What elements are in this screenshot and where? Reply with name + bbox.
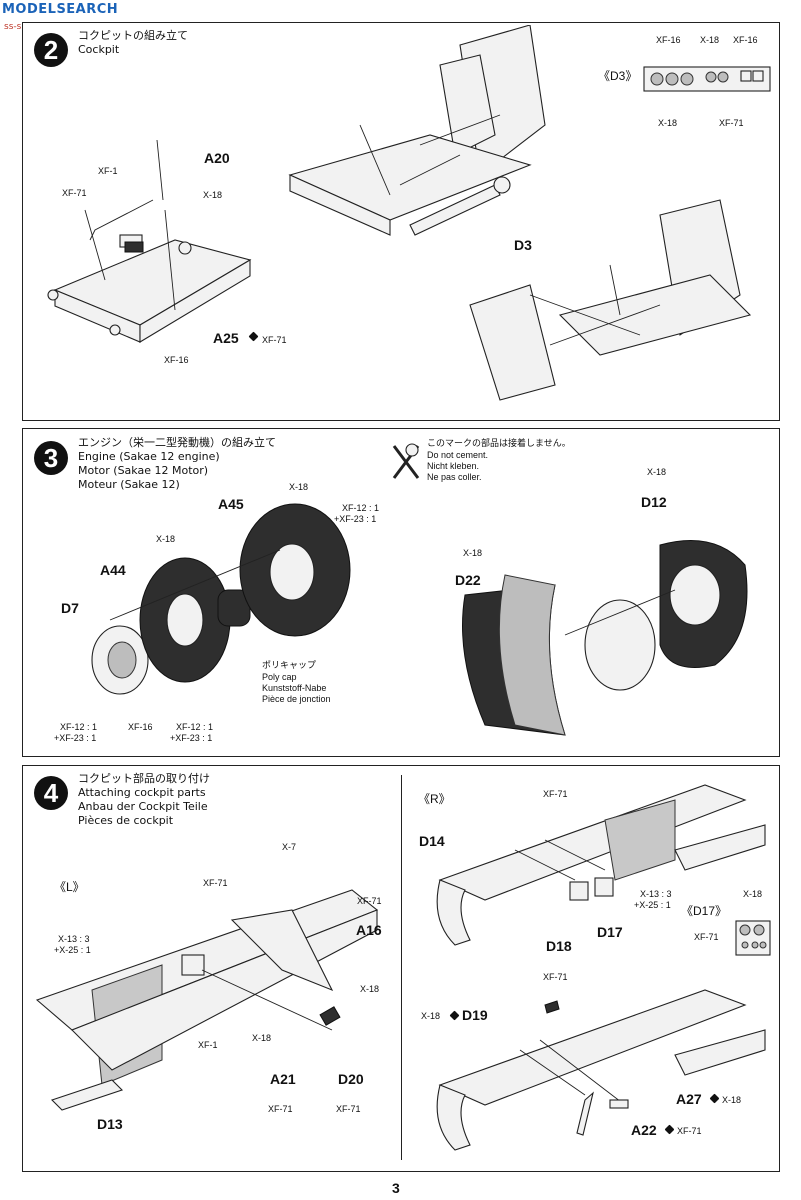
step-3-title-jp: エンジン（栄一二型発動機）の組み立て bbox=[78, 436, 276, 449]
right-d17box-title: 《D17》 bbox=[681, 904, 728, 918]
right-d17: D17 bbox=[597, 924, 623, 940]
right-xf71-a: XF-71 bbox=[543, 789, 568, 799]
right-fuselage-upper-drawing bbox=[436, 784, 766, 946]
right-xf71-d: XF-71 bbox=[677, 1126, 702, 1136]
right-d18: D18 bbox=[546, 938, 572, 954]
right-a27: A27 bbox=[676, 1091, 702, 1107]
label-xf23-c: +XF-23 : 1 bbox=[170, 733, 213, 743]
right-xf71-c: XF-71 bbox=[543, 972, 568, 982]
left-x25: +X-25 : 1 bbox=[54, 945, 91, 955]
left-d20: D20 bbox=[338, 1071, 364, 1087]
d3-xf16-right: XF-16 bbox=[733, 35, 758, 45]
label-x18-a: X-18 bbox=[289, 482, 309, 492]
d3-box-title: 《D3》 bbox=[598, 69, 638, 83]
d3-panel-detail bbox=[643, 66, 771, 92]
left-x13: X-13 : 3 bbox=[58, 934, 90, 944]
cowling-drawing bbox=[462, 540, 748, 736]
right-a22: A22 bbox=[631, 1122, 657, 1138]
step-4-title-en: Attaching cockpit parts bbox=[78, 786, 206, 799]
right-x18-c: X-18 bbox=[722, 1095, 742, 1105]
label-xf12-a: XF-12 : 1 bbox=[342, 503, 380, 513]
step-4-title-fr: Pièces de cockpit bbox=[78, 814, 174, 827]
step-3-title-en: Engine (Sakae 12 engine) bbox=[78, 450, 220, 463]
label-xf23-a: +XF-23 : 1 bbox=[334, 514, 377, 524]
label-xf23-b: +XF-23 : 1 bbox=[54, 733, 97, 743]
polycap-de: Kunststoff-Nabe bbox=[262, 683, 327, 693]
label-x18-b: X-18 bbox=[156, 534, 176, 544]
label-xf12-b: XF-12 : 1 bbox=[60, 722, 98, 732]
right-x13: X-13 : 3 bbox=[640, 889, 672, 899]
step-3-title-fr: Moteur (Sakae 12) bbox=[78, 478, 180, 491]
cockpit-completed-drawing bbox=[469, 199, 752, 401]
label-d7: D7 bbox=[61, 600, 79, 616]
left-x18-b: X-18 bbox=[252, 1033, 272, 1043]
right-x25: +X-25 : 1 bbox=[634, 900, 671, 910]
no-cement-fr: Ne pas coller. bbox=[427, 472, 482, 482]
label-xf12-c: XF-12 : 1 bbox=[176, 722, 214, 732]
right-tag: 《R》 bbox=[418, 792, 451, 806]
label-x18-d: X-18 bbox=[463, 548, 483, 558]
d3-x18-bottom: X-18 bbox=[658, 118, 678, 128]
left-a21: A21 bbox=[270, 1071, 296, 1087]
step-4-title-jp: コクピット部品の取り付け bbox=[78, 772, 210, 785]
left-tag: 《L》 bbox=[54, 880, 85, 894]
left-xf71-c: XF-71 bbox=[268, 1104, 293, 1114]
left-x18-a: X-18 bbox=[360, 984, 380, 994]
left-x7: X-7 bbox=[282, 842, 297, 852]
left-a16: A16 bbox=[356, 922, 382, 938]
d3-xf71: XF-71 bbox=[719, 118, 744, 128]
cockpit-floor-drawing bbox=[47, 139, 252, 343]
label-x18-a: X-18 bbox=[203, 190, 223, 200]
d3-xf16-left: XF-16 bbox=[656, 35, 681, 45]
watermark-logo: MODELSEARCH bbox=[2, 2, 119, 17]
label-xf16: XF-16 bbox=[128, 722, 153, 732]
label-a45: A45 bbox=[218, 496, 244, 512]
step-2-title-jp: コクピットの組み立て bbox=[78, 29, 188, 42]
label-d22: D22 bbox=[455, 572, 481, 588]
engine-exploded-drawing bbox=[91, 503, 351, 695]
d17-detail bbox=[735, 920, 771, 956]
no-cement-de: Nicht kleben. bbox=[427, 461, 480, 471]
label-a25: A25 bbox=[213, 330, 239, 346]
left-xf71-a: XF-71 bbox=[203, 878, 228, 888]
right-d14: D14 bbox=[419, 833, 445, 849]
polycap-jp: ポリキャップ bbox=[262, 660, 317, 670]
no-cement-jp: このマークの部品は接着しません。 bbox=[427, 438, 571, 448]
step-2-title-en: Cockpit bbox=[78, 43, 120, 56]
right-x18-a: X-18 bbox=[743, 889, 763, 899]
step-3-title-de: Motor (Sakae 12 Motor) bbox=[78, 464, 209, 477]
polycap-fr: Pièce de jonction bbox=[262, 694, 331, 704]
step-4-badge: 4 bbox=[34, 776, 68, 810]
label-d3: D3 bbox=[514, 237, 532, 253]
page-number: 3 bbox=[392, 1180, 400, 1196]
cockpit-assembly-drawing bbox=[288, 25, 546, 236]
label-xf16: XF-16 bbox=[164, 355, 189, 365]
label-xf71-a: XF-71 bbox=[62, 188, 87, 198]
label-xf1: XF-1 bbox=[98, 166, 118, 176]
left-xf71-d: XF-71 bbox=[336, 1104, 361, 1114]
no-cement-en: Do not cement. bbox=[427, 450, 489, 460]
left-xf1: XF-1 bbox=[198, 1040, 218, 1050]
label-a44: A44 bbox=[100, 562, 126, 578]
polycap-en: Poly cap bbox=[262, 672, 297, 682]
right-d19: D19 bbox=[462, 1007, 488, 1023]
right-x18-b: X-18 bbox=[421, 1011, 441, 1021]
label-d12: D12 bbox=[641, 494, 667, 510]
right-fuselage-lower-drawing bbox=[436, 989, 766, 1151]
label-a20: A20 bbox=[204, 150, 230, 166]
step-4-title-de: Anbau der Cockpit Teile bbox=[78, 800, 208, 813]
step-3-badge: 3 bbox=[34, 441, 68, 475]
left-xf71-b: XF-71 bbox=[357, 896, 382, 906]
step-4-divider bbox=[401, 775, 402, 1160]
label-xf71-b: XF-71 bbox=[262, 335, 287, 345]
left-d13: D13 bbox=[97, 1116, 123, 1132]
d3-x18-top: X-18 bbox=[700, 35, 720, 45]
left-fuselage-drawing bbox=[35, 889, 379, 1111]
label-x18-c: X-18 bbox=[647, 467, 667, 477]
step-2-badge: 2 bbox=[34, 33, 68, 67]
right-xf71-b: XF-71 bbox=[694, 932, 719, 942]
no-cement-icon bbox=[392, 443, 420, 479]
